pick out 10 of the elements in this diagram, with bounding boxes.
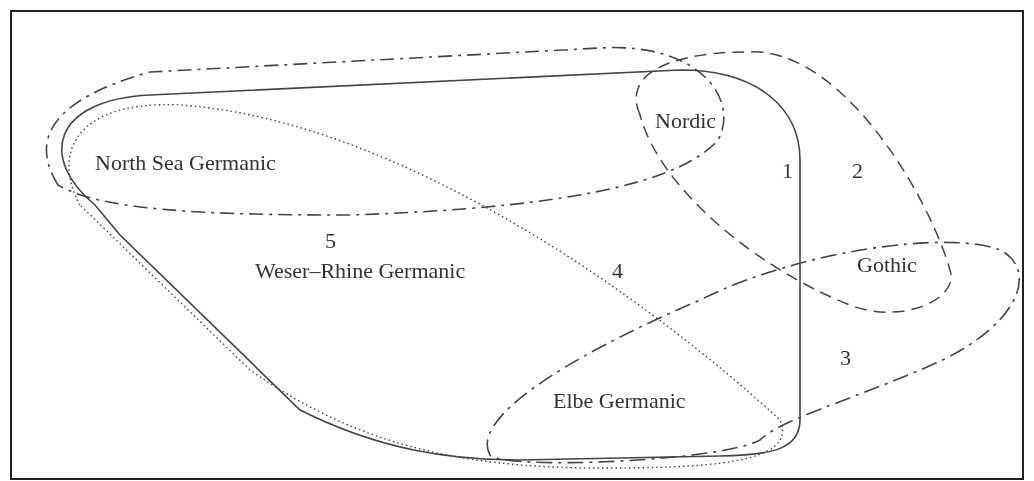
isogloss-number: 4 <box>612 258 623 283</box>
region-label: Elbe Germanic <box>553 388 686 413</box>
region-label: Gothic <box>857 252 917 277</box>
isogloss-number: 5 <box>325 228 336 253</box>
region-label: Weser–Rhine Germanic <box>255 258 466 283</box>
isogloss-number: 3 <box>840 345 851 370</box>
region-label: North Sea Germanic <box>95 150 276 175</box>
isogloss-number: 1 <box>782 158 793 183</box>
region-label: Nordic <box>655 108 717 133</box>
isogloss-number: 2 <box>852 158 863 183</box>
